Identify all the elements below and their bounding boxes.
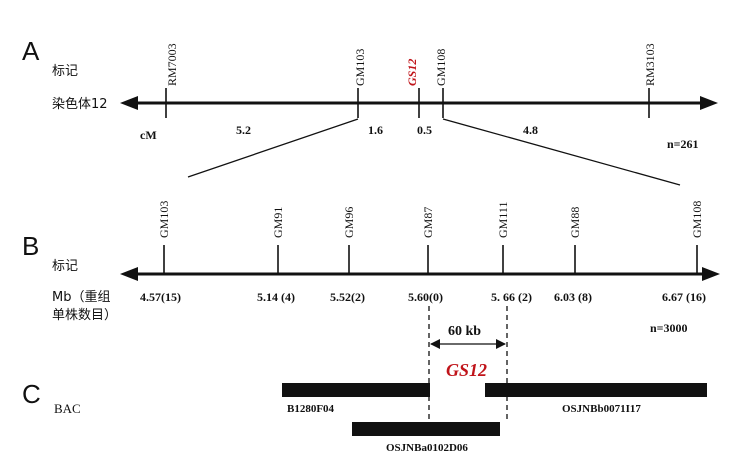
marker-gm87: GM87 [421,207,435,238]
interval-2: 1.6 [368,123,383,137]
marker-gm96: GM96 [342,207,356,238]
position-gm108: 6.67 (16) [662,290,706,304]
bac-clone-osjnbb0071i17: OSJNBb0071I17 [562,403,641,415]
chromosome-label: 染色体12 [52,96,108,112]
marker-gm103-a: GM103 [353,49,367,86]
marker-gm108-a: GM108 [434,49,448,86]
mb-label-line1: Mb（重组 [52,289,110,305]
zoom-line-left [187,118,359,178]
marker-gm88: GM88 [568,207,582,238]
position-gm91: 5.14 (4) [257,290,295,304]
sample-size-a: n=261 [667,137,699,151]
interval-4: 4.8 [523,123,538,137]
marker-rm7003: RM7003 [165,43,179,86]
marker-gm108-b: GM108 [690,201,704,238]
position-gm111: 5. 66 (2) [491,290,532,304]
unit-cm: cM [140,128,157,142]
gene-gs12-a: GS12 [405,59,419,86]
panel-label-c: C [22,379,41,409]
gene-gs12-b: GS12 [446,360,487,380]
bac-clone-bar-osjnbb0071i17 [485,383,707,397]
bac-clone-b1280f04: B1280F04 [287,403,335,415]
chromosome-axis-a [120,96,718,110]
panel-label-a: A [22,36,40,66]
zoom-line-right [442,118,681,186]
marker-gm111: GM111 [496,202,510,238]
physical-axis-b [120,267,720,281]
mb-label-line2: 单株数目） [52,308,117,323]
interval-60kb-label: 60 kb [448,324,481,339]
marker-gm91: GM91 [271,207,285,238]
marker-row-label-a: 标记 [52,64,78,79]
position-gm87: 5.60(0) [408,290,443,304]
interval-3: 0.5 [417,123,432,137]
panel-label-b: B [22,231,39,261]
bac-row-label: BAC [54,401,81,416]
interval-1: 5.2 [236,123,251,137]
marker-rm3103: RM3103 [643,43,657,86]
bac-clone-osjnba0102d06: OSJNBa0102D06 [386,442,468,454]
bac-clone-bar-b1280f04 [282,383,430,397]
position-gm96: 5.52(2) [330,290,365,304]
position-gm88: 6.03 (8) [554,290,592,304]
marker-row-label-b: 标记 [52,259,78,274]
marker-gm103-b: GM103 [157,201,171,238]
sample-size-b: n=3000 [650,321,688,335]
position-gm103: 4.57(15) [140,290,181,304]
bac-clone-bar-osjnba0102d06 [352,422,500,436]
